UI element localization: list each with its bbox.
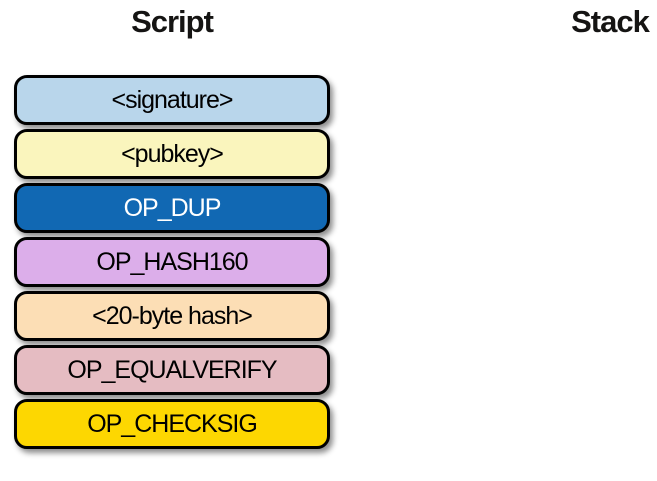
script-box-pubkey: <pubkey> [14, 129, 330, 180]
script-box-signature: <signature> [14, 75, 330, 126]
script-box-op-equalverify: OP_EQUALVERIFY [14, 345, 330, 396]
script-box-20-byte-hash: <20-byte hash> [14, 291, 330, 342]
script-box-op-equalverify-label: OP_EQUALVERIFY [67, 355, 277, 384]
script-box-20-byte-hash-label: <20-byte hash> [92, 301, 253, 330]
script-box-op-hash160-label: OP_HASH160 [96, 247, 248, 276]
script-box-op-checksig: OP_CHECKSIG [14, 399, 330, 450]
script-column: Script <signature> <pubkey> OP_DUP OP_HA… [14, 4, 330, 450]
script-box-op-dup-label: OP_DUP [123, 193, 222, 222]
script-box-op-dup: OP_DUP [14, 183, 330, 234]
script-box-pubkey-label: <pubkey> [121, 139, 224, 168]
script-box-op-checksig-label: OP_CHECKSIG [87, 409, 258, 438]
script-column-title: Script [131, 4, 214, 39]
stack-column: Stack [540, 4, 657, 39]
script-box-op-hash160: OP_HASH160 [14, 237, 330, 288]
script-box-signature-label: <signature> [111, 85, 233, 114]
stack-column-title: Stack [571, 4, 650, 39]
script-box-list: <signature> <pubkey> OP_DUP OP_HASH160 <… [14, 75, 330, 450]
